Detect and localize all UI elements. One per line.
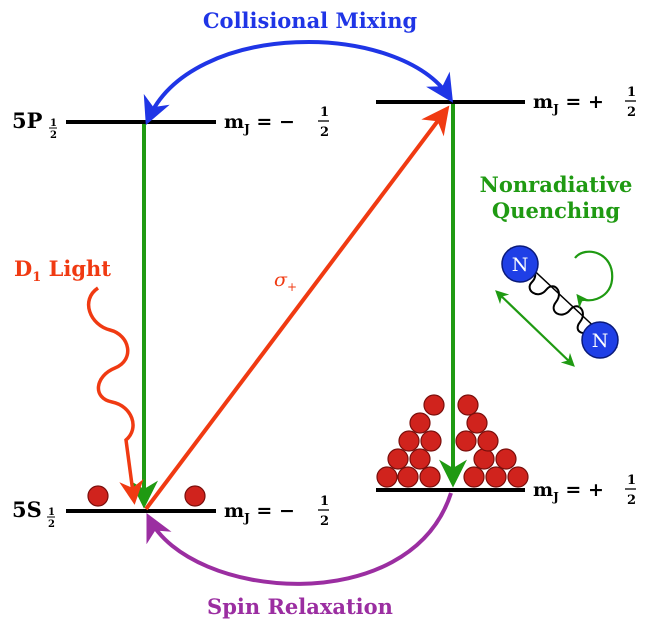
- nitrogen-atom-2: [581, 321, 619, 359]
- svg-text:2: 2: [48, 519, 55, 530]
- nitrogen-molecule: N N: [495, 245, 619, 367]
- nitrogen-label-1: N: [512, 254, 529, 276]
- svg-text:1: 1: [627, 473, 636, 488]
- atom: [398, 430, 420, 452]
- svg-text:mJ = −: mJ = −: [224, 500, 295, 525]
- nonradiative-label-line1: Nonradiative: [480, 172, 633, 197]
- atom: [420, 430, 442, 452]
- svg-text:2: 2: [627, 493, 636, 508]
- atoms-ground-left: [87, 485, 206, 507]
- atom: [507, 466, 529, 488]
- rotation-loop: [574, 250, 614, 309]
- svg-text:mJ = +: mJ = +: [533, 479, 604, 504]
- svg-text:1: 1: [320, 105, 329, 120]
- atom: [184, 485, 206, 507]
- atom: [485, 466, 507, 488]
- d1-light-label: D1 Light: [14, 256, 111, 285]
- level-5s-label: 5S 1 2: [12, 497, 55, 530]
- svg-text:2: 2: [50, 130, 57, 141]
- spin-relaxation-label: Spin Relaxation: [207, 594, 393, 619]
- mj-label-5s-minus: mJ = − 1 2: [224, 494, 329, 529]
- svg-text:1: 1: [48, 507, 55, 518]
- atom: [419, 466, 441, 488]
- atom: [409, 412, 431, 434]
- atom: [376, 466, 398, 488]
- sigma-plus-label: σ+: [274, 269, 297, 294]
- atoms-ground-right: [376, 394, 529, 488]
- atom: [87, 485, 109, 507]
- level-5p-label: 5P 1 2: [12, 108, 57, 141]
- mj-label-5s-plus: mJ = + 1 2: [533, 473, 636, 508]
- svg-text:2: 2: [320, 514, 329, 529]
- svg-text:mJ = +: mJ = +: [533, 91, 604, 116]
- svg-text:1: 1: [320, 494, 329, 509]
- atom: [455, 430, 477, 452]
- svg-text:1: 1: [50, 118, 57, 129]
- svg-text:2: 2: [627, 105, 636, 120]
- atom: [457, 394, 479, 416]
- svg-text:5P: 5P: [12, 108, 43, 133]
- atom: [477, 430, 499, 452]
- svg-text:mJ = −: mJ = −: [224, 111, 295, 136]
- mj-label-5p-minus: mJ = − 1 2: [224, 105, 329, 140]
- atom: [423, 394, 445, 416]
- vibration-arrow: [495, 290, 575, 367]
- nonradiative-label-line2: Quenching: [492, 198, 620, 223]
- collisional-mixing-label: Collisional Mixing: [203, 8, 418, 33]
- atom: [495, 448, 517, 470]
- atom: [409, 448, 431, 470]
- nitrogen-label-2: N: [592, 330, 609, 352]
- nitrogen-atom-1: [501, 245, 539, 283]
- svg-text:5S: 5S: [12, 497, 42, 522]
- spin-relaxation-arrow: [146, 492, 453, 586]
- collisional-mixing-arrow: [143, 40, 454, 126]
- d1-light-wave-arrow: [86, 286, 144, 505]
- atom: [463, 466, 485, 488]
- atom: [466, 412, 488, 434]
- mj-label-5p-plus: mJ = + 1 2: [533, 85, 636, 120]
- atom: [387, 448, 409, 470]
- atom: [473, 448, 495, 470]
- svg-text:1: 1: [627, 85, 636, 100]
- atom: [397, 466, 419, 488]
- sigma-plus-arrow: [144, 105, 450, 511]
- svg-text:2: 2: [320, 125, 329, 140]
